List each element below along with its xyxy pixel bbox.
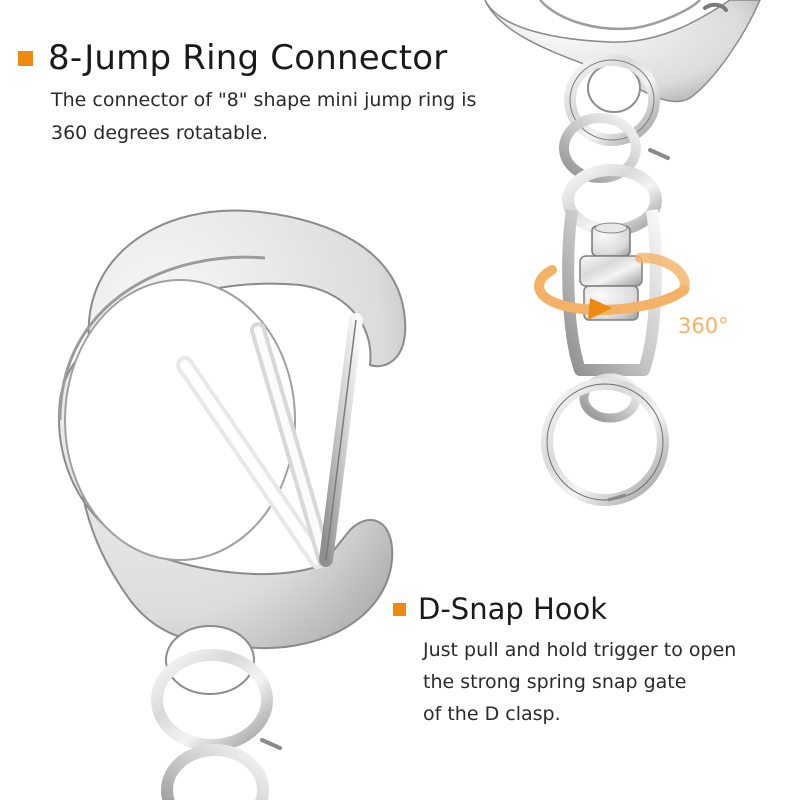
connector-heading: 8-Jump Ring Connector (18, 38, 476, 78)
snap-hook-description-line: the strong spring snap gate (423, 671, 687, 693)
snap-hook-feature: D-Snap Hook Just pull and hold trigger t… (393, 592, 736, 730)
snap-hook-heading: D-Snap Hook (393, 592, 736, 626)
orange-square-bullet-icon (393, 602, 406, 616)
jump-ring-upper (564, 54, 660, 146)
jump-ring-bottom (151, 649, 282, 800)
rotation-arrow-icon (534, 252, 690, 320)
split-ring-lower (541, 373, 669, 506)
connector-description-line: The connector of "8" shape mini jump rin… (51, 89, 477, 111)
rotation-degree-label: 360° (678, 314, 729, 338)
connector-title: 8-Jump Ring Connector (48, 38, 448, 78)
figure-8-jump-ring (559, 113, 670, 183)
swivel-connector (562, 164, 662, 376)
snap-hook-description: Just pull and hold trigger to open the s… (423, 634, 736, 730)
top-snap-hook (484, 0, 761, 113)
snap-hook-title: D-Snap Hook (418, 592, 608, 626)
connector-feature: 8-Jump Ring Connector The connector of "… (18, 38, 476, 150)
snap-hook-description-line: Just pull and hold trigger to open (423, 639, 737, 661)
spring-gate (176, 313, 363, 569)
orange-square-bullet-icon (18, 50, 33, 66)
d-snap-hook (58, 209, 407, 695)
connector-description-line: 360 degrees rotatable. (51, 122, 269, 144)
connector-description: The connector of "8" shape mini jump rin… (51, 84, 476, 150)
snap-hook-description-line: of the D clasp. (423, 703, 561, 725)
